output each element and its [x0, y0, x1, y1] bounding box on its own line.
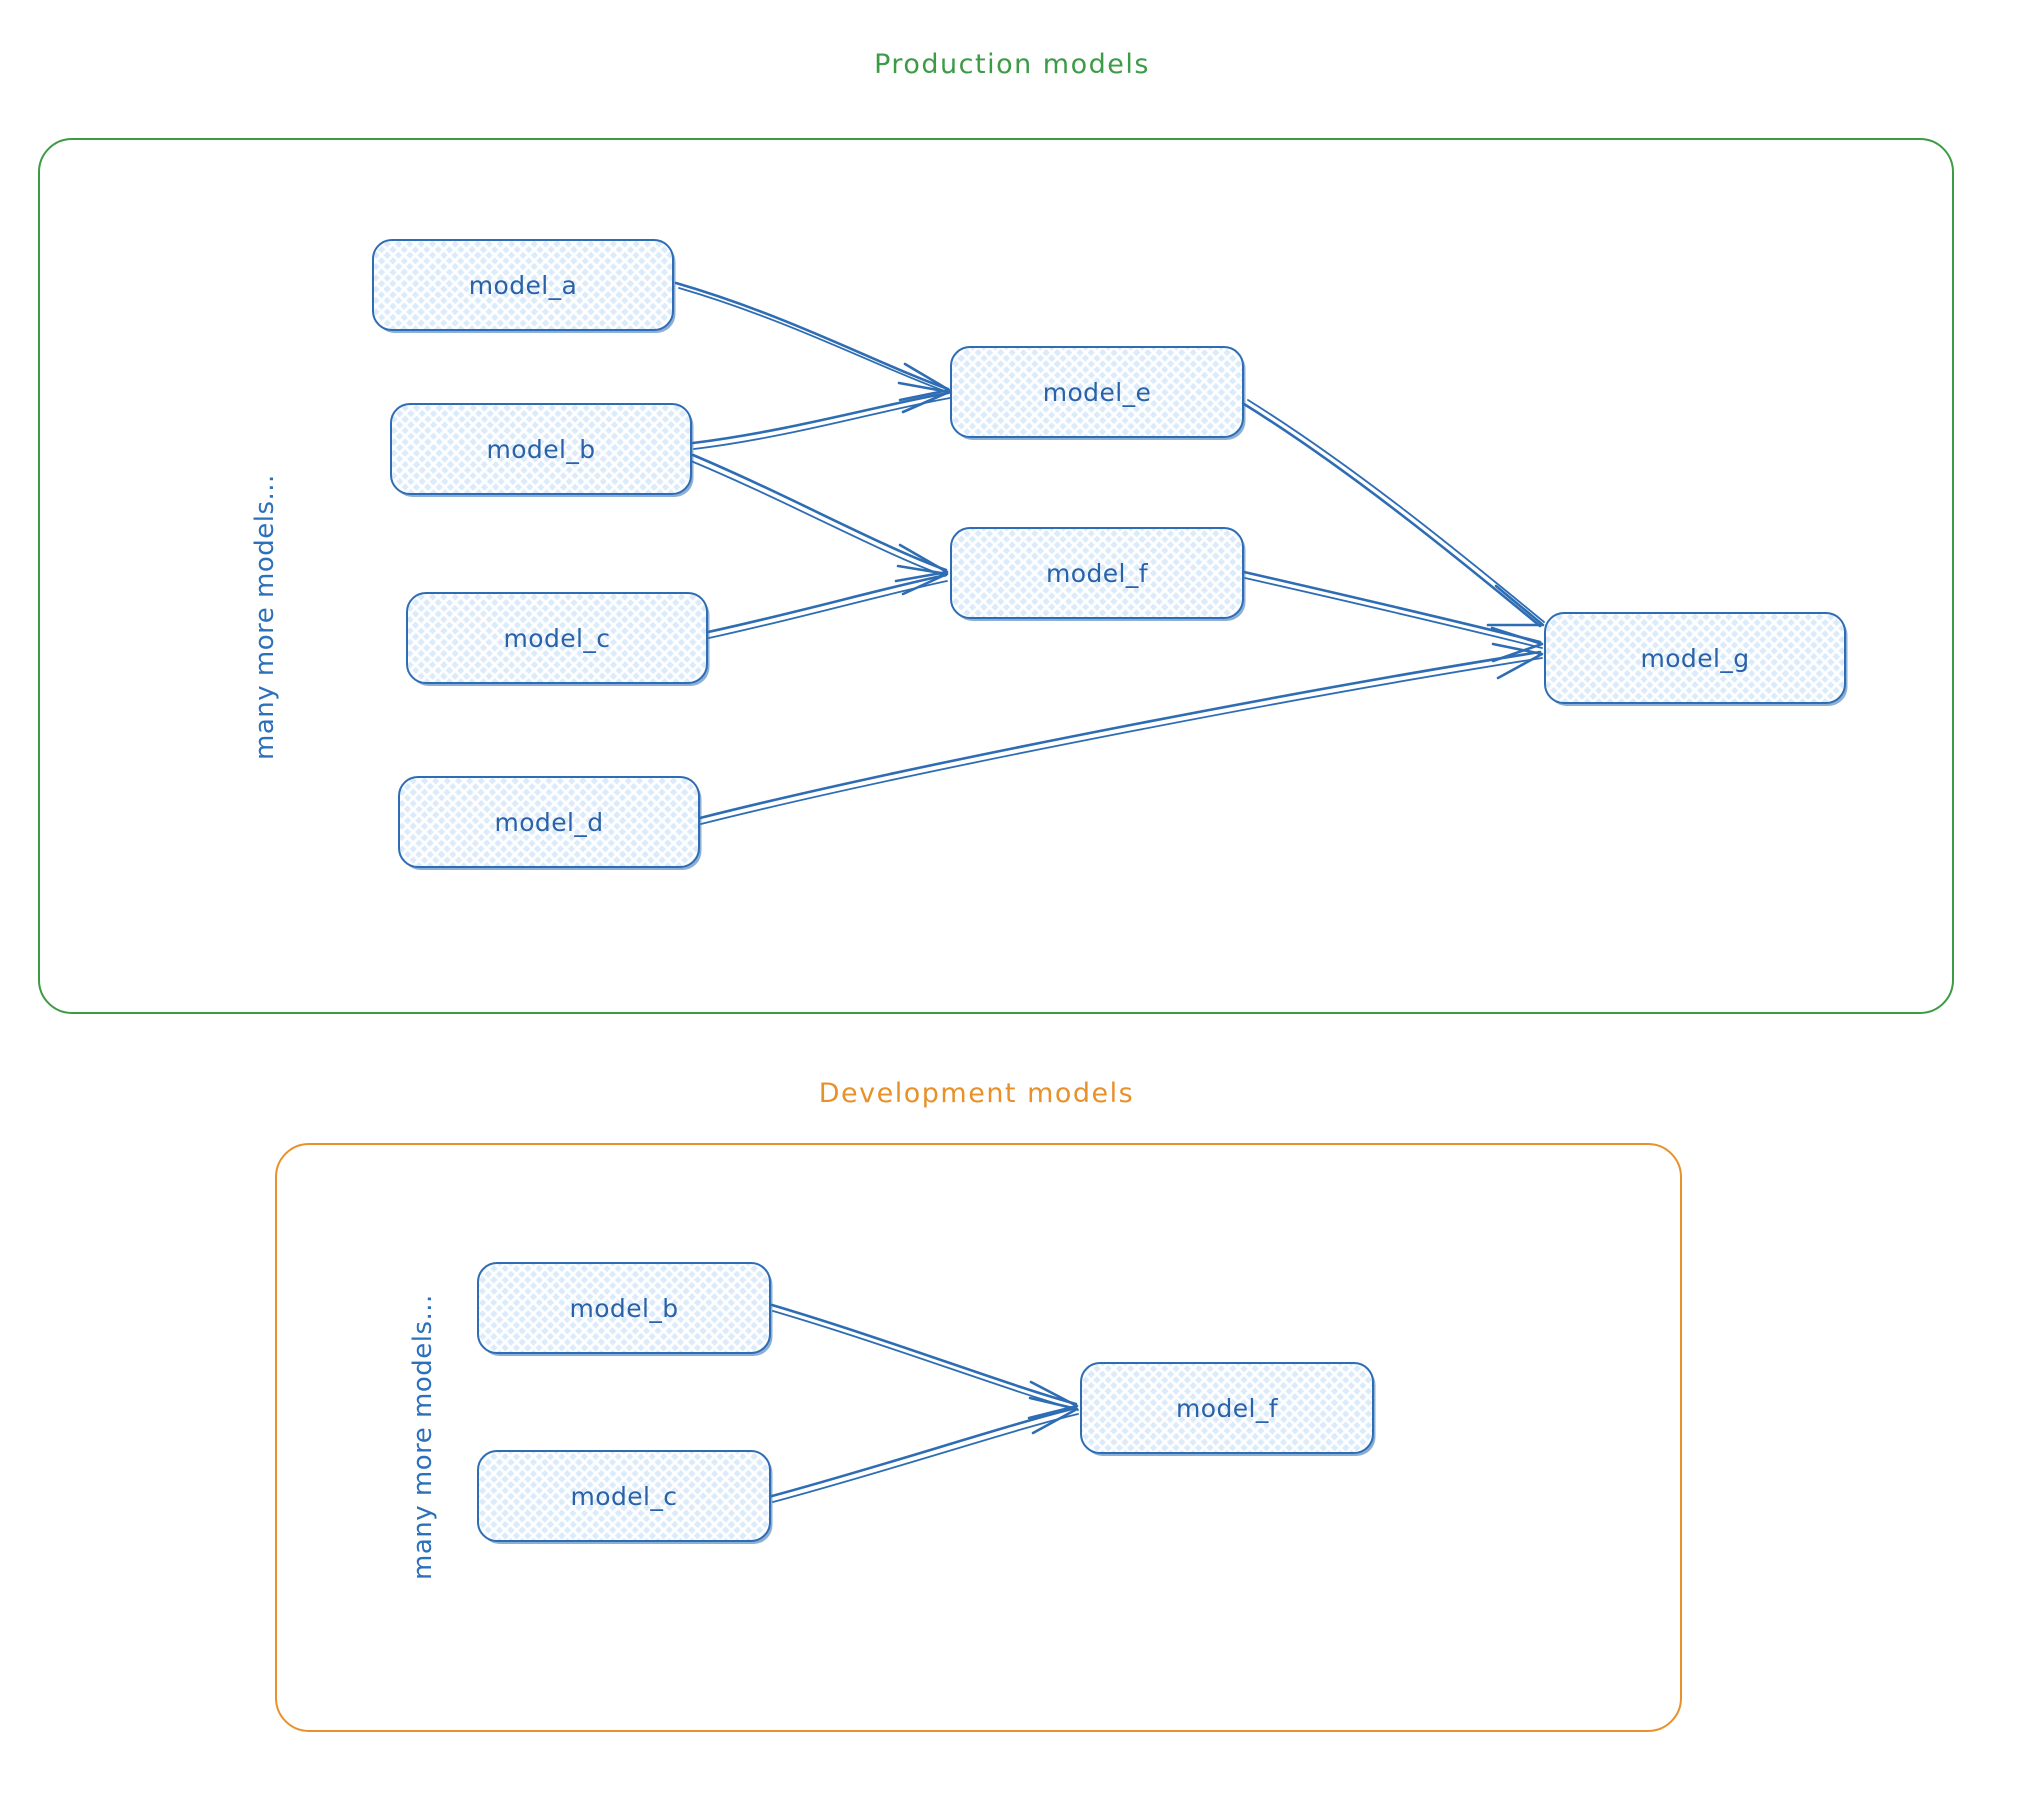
node-label: model_e: [1042, 377, 1152, 407]
node-label: model_g: [1640, 643, 1750, 673]
node-label: model_f: [1176, 1393, 1278, 1423]
node-model-g[interactable]: model_g: [1544, 612, 1846, 704]
node-label: model_b: [486, 434, 596, 464]
development-group-title: Development models: [818, 1078, 1135, 1109]
node-dev-model-f[interactable]: model_f: [1080, 1362, 1374, 1454]
node-dev-model-b[interactable]: model_b: [477, 1262, 771, 1354]
node-label: model_c: [570, 1481, 678, 1511]
node-dev-model-c[interactable]: model_c: [477, 1450, 771, 1542]
production-side-note: many more models...: [250, 474, 280, 760]
node-model-c[interactable]: model_c: [406, 592, 708, 684]
production-group-container: [38, 138, 1954, 1014]
node-model-e[interactable]: model_e: [950, 346, 1244, 438]
node-label: model_b: [569, 1293, 679, 1323]
node-model-a[interactable]: model_a: [372, 239, 674, 331]
development-group-container: [275, 1143, 1682, 1732]
node-label: model_a: [468, 270, 578, 300]
node-label: model_c: [503, 623, 611, 653]
node-model-b[interactable]: model_b: [390, 403, 692, 495]
node-label: model_f: [1046, 558, 1148, 588]
development-side-note: many more models...: [408, 1294, 438, 1580]
node-model-f[interactable]: model_f: [950, 527, 1244, 619]
node-model-d[interactable]: model_d: [398, 776, 700, 868]
node-label: model_d: [494, 807, 604, 837]
production-group-title: Production models: [874, 49, 1150, 80]
